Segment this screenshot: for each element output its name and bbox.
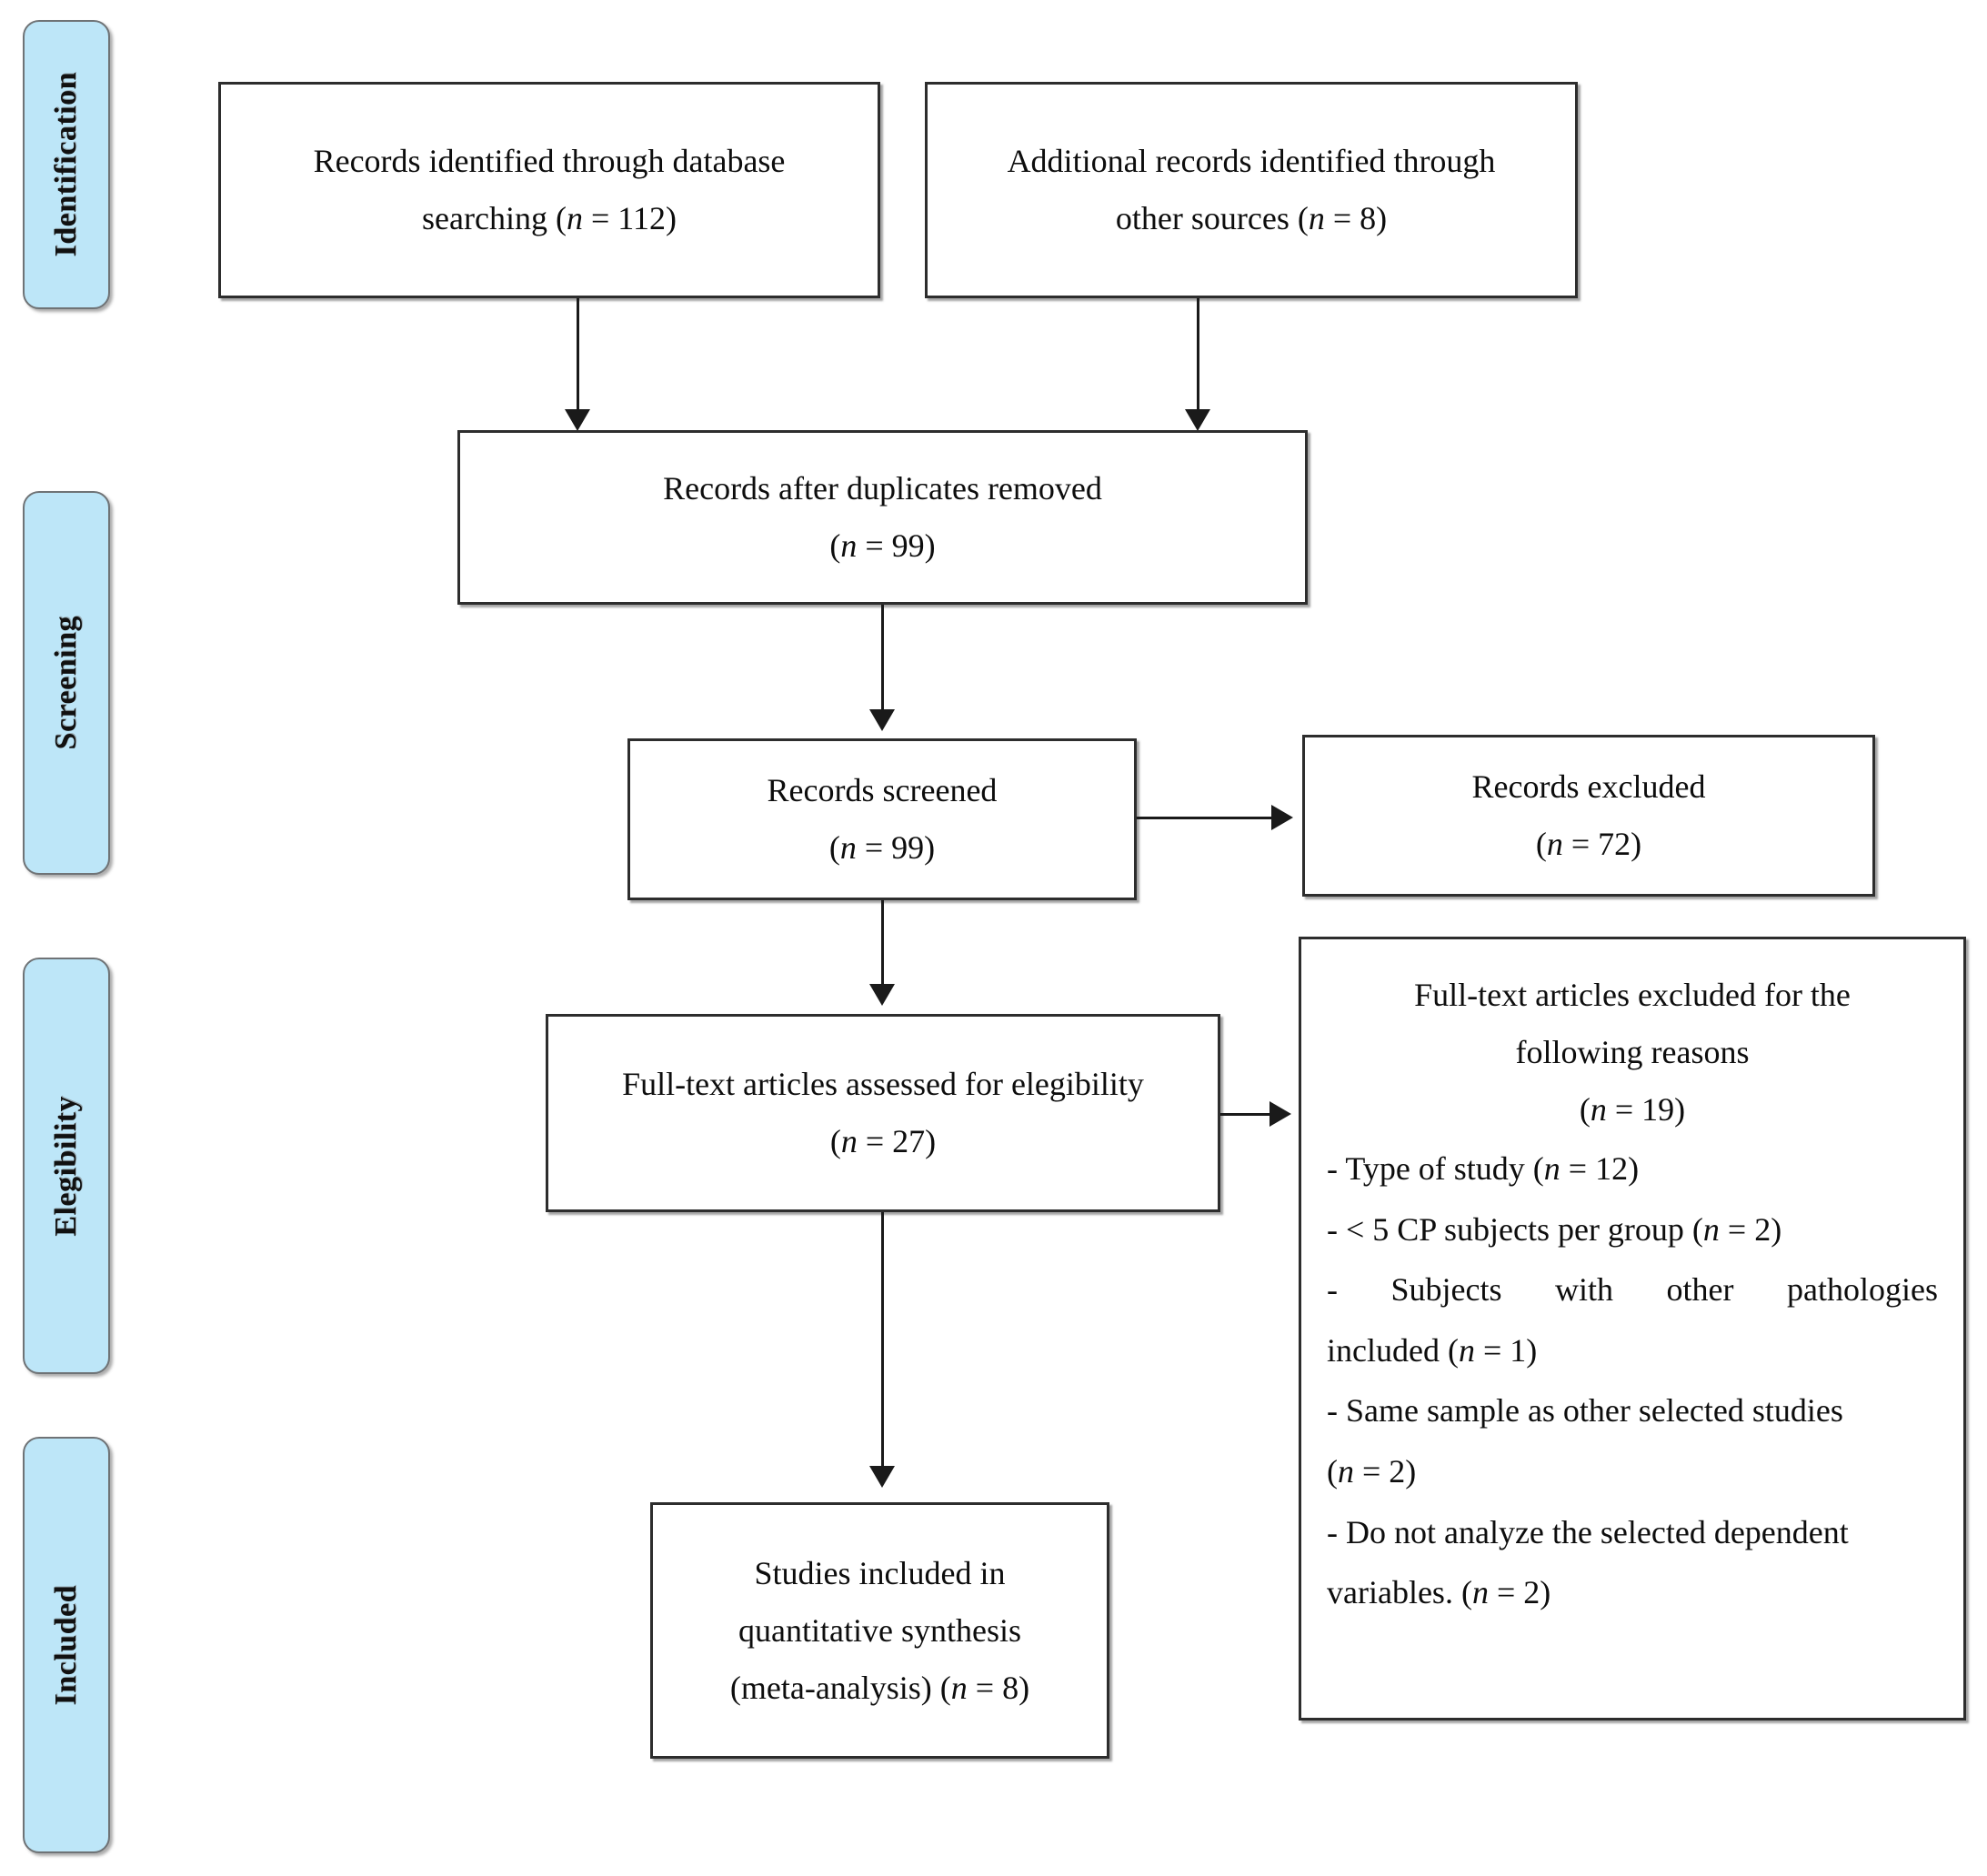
box-line-2-pre: ( xyxy=(1535,826,1547,862)
reason-item: - Subjects with other pathologies xyxy=(1327,1259,1938,1320)
box-line-2: (n = 99) xyxy=(650,819,1114,877)
arrowhead-fulltext-to-included xyxy=(869,1466,895,1488)
box-line-2-post: = 72) xyxy=(1562,826,1642,862)
n-symbol: n xyxy=(1590,1091,1607,1128)
reason-item: - Type of study (n = 12) xyxy=(1327,1139,1938,1199)
box-records-screened: Records screened (n = 99) xyxy=(627,738,1137,900)
stage-label-identification: Identification xyxy=(49,72,83,257)
reason-text-pre: - Type of study ( xyxy=(1327,1150,1544,1187)
box-line-3: (meta-analysis) (n = 8) xyxy=(673,1660,1087,1717)
stage-label-included: Included xyxy=(49,1584,83,1706)
reason-item: - < 5 CP subjects per group (n = 2) xyxy=(1327,1199,1938,1260)
box-line-2-post: = 27) xyxy=(857,1123,937,1159)
box-line-2: other sources (n = 8) xyxy=(948,190,1555,247)
n-symbol: n xyxy=(566,200,583,236)
n-symbol: n xyxy=(1546,826,1563,862)
n-symbol: n xyxy=(1308,200,1325,236)
connector-fulltext-to-included xyxy=(881,1212,884,1476)
arrowhead-other-to-duplicates xyxy=(1185,409,1210,431)
n-symbol: n xyxy=(1702,1210,1720,1248)
n-symbol: n xyxy=(1471,1574,1489,1611)
reason-item: (n = 2) xyxy=(1327,1441,1938,1502)
box-line-1: Records after duplicates removed xyxy=(663,470,1102,507)
box-fulltext-assessed-elegibility: Full-text articles assessed for elegibil… xyxy=(546,1014,1220,1212)
box-line-2-pre: searching ( xyxy=(422,200,567,236)
reasons-heading: Full-text articles excluded for the foll… xyxy=(1327,967,1938,1139)
reason-item: variables. (n = 2) xyxy=(1327,1562,1938,1623)
box-line-1: Full-text articles assessed for elegibil… xyxy=(622,1066,1144,1102)
reason-item: - Same sample as other selected studies xyxy=(1327,1380,1938,1441)
connector-screened-to-fulltext xyxy=(881,900,884,991)
connector-fulltext-to-excluded xyxy=(1220,1113,1275,1116)
box-line-2-pre: ( xyxy=(828,829,840,866)
connector-other-to-duplicates xyxy=(1197,298,1199,426)
reasons-heading-line-2: following reasons xyxy=(1515,1034,1750,1070)
box-line-2-pre: other sources ( xyxy=(1115,200,1309,236)
reason-text-pre: - Same sample as other selected studies xyxy=(1327,1392,1843,1430)
reason-text-pre: ( xyxy=(1327,1452,1338,1490)
box-fulltext-excluded-reasons: Full-text articles excluded for the foll… xyxy=(1299,937,1966,1721)
box-line-2: quantitative synthesis xyxy=(738,1611,1021,1649)
arrowhead-duplicates-to-screened xyxy=(869,709,895,731)
connector-database-to-duplicates xyxy=(577,298,579,426)
reasons-heading-pre: ( xyxy=(1579,1091,1591,1128)
reason-item: included (n = 1) xyxy=(1327,1320,1938,1381)
reason-text-post: = 2) xyxy=(1488,1574,1551,1611)
arrowhead-screened-to-excluded xyxy=(1271,805,1293,830)
n-symbol: n xyxy=(840,527,858,564)
arrowhead-screened-to-fulltext xyxy=(869,984,895,1006)
box-line-2-post: = 99) xyxy=(856,829,936,866)
reason-text-pre: - < 5 CP subjects per group ( xyxy=(1327,1210,1703,1248)
box-line-2-post: = 8) xyxy=(1324,200,1388,236)
reasons-heading-post: = 19) xyxy=(1606,1091,1686,1128)
box-line-2: (n = 99) xyxy=(480,517,1285,575)
box-line-2: (n = 27) xyxy=(568,1113,1198,1170)
stage-tab-elegibility: Elegibility xyxy=(23,958,110,1374)
box-line-1: Additional records identified through xyxy=(1007,143,1496,179)
box-line-2-post: = 112) xyxy=(582,200,677,236)
box-line-3-post: = 8) xyxy=(967,1669,1030,1706)
stage-tab-identification: Identification xyxy=(23,20,110,309)
connector-duplicates-to-screened xyxy=(881,605,884,718)
n-symbol: n xyxy=(1458,1331,1475,1369)
box-records-after-duplicates-removed: Records after duplicates removed (n = 99… xyxy=(457,430,1308,605)
box-additional-records-other-sources: Additional records identified through ot… xyxy=(925,82,1578,298)
box-line-1: Records screened xyxy=(767,772,998,808)
reason-item: - Do not analyze the selected dependent xyxy=(1327,1502,1938,1563)
n-symbol: n xyxy=(840,1123,858,1159)
stage-label-screening: Screening xyxy=(49,616,83,750)
reason-text-pre: included ( xyxy=(1327,1331,1459,1369)
box-line-3-pre: (meta-analysis) ( xyxy=(729,1669,951,1706)
n-symbol: n xyxy=(1338,1452,1354,1490)
reason-text-post: = 2) xyxy=(1719,1210,1782,1248)
reason-text-post: = 12) xyxy=(1560,1150,1640,1187)
reason-text-pre: - Subjects with other pathologies xyxy=(1327,1271,1938,1309)
reasons-heading-line-1: Full-text articles excluded for the xyxy=(1414,977,1851,1013)
box-records-identified-database: Records identified through database sear… xyxy=(218,82,880,298)
box-records-excluded: Records excluded (n = 72) xyxy=(1302,735,1875,897)
connector-screened-to-excluded xyxy=(1137,817,1278,819)
stage-tab-screening: Screening xyxy=(23,491,110,875)
box-line-1: Studies included in xyxy=(754,1554,1006,1591)
arrowhead-database-to-duplicates xyxy=(565,409,590,431)
reason-text-post: = 1) xyxy=(1474,1331,1538,1369)
n-symbol: n xyxy=(950,1669,968,1706)
box-line-2: (n = 72) xyxy=(1325,816,1852,873)
reason-text-pre: variables. ( xyxy=(1327,1574,1472,1611)
arrowhead-fulltext-to-excluded xyxy=(1269,1101,1291,1127)
stage-label-elegibility: Elegibility xyxy=(49,1095,83,1237)
box-line-1: Records excluded xyxy=(1471,768,1706,805)
reason-text-pre: - Do not analyze the selected dependent xyxy=(1327,1513,1849,1550)
reason-text-post: = 2) xyxy=(1354,1452,1417,1490)
stage-tab-included: Included xyxy=(23,1437,110,1853)
reasons-heading-line-3: (n = 19) xyxy=(1327,1081,1938,1139)
box-line-1: Records identified through database xyxy=(313,143,786,179)
box-line-2-post: = 99) xyxy=(857,527,936,564)
n-symbol: n xyxy=(1543,1150,1560,1187)
box-studies-included-quantitative-synthesis: Studies included in quantitative synthes… xyxy=(650,1502,1109,1759)
box-line-2: searching (n = 112) xyxy=(241,190,858,247)
box-line-2-pre: ( xyxy=(829,527,841,564)
n-symbol: n xyxy=(839,829,857,866)
box-line-2-pre: ( xyxy=(829,1123,841,1159)
